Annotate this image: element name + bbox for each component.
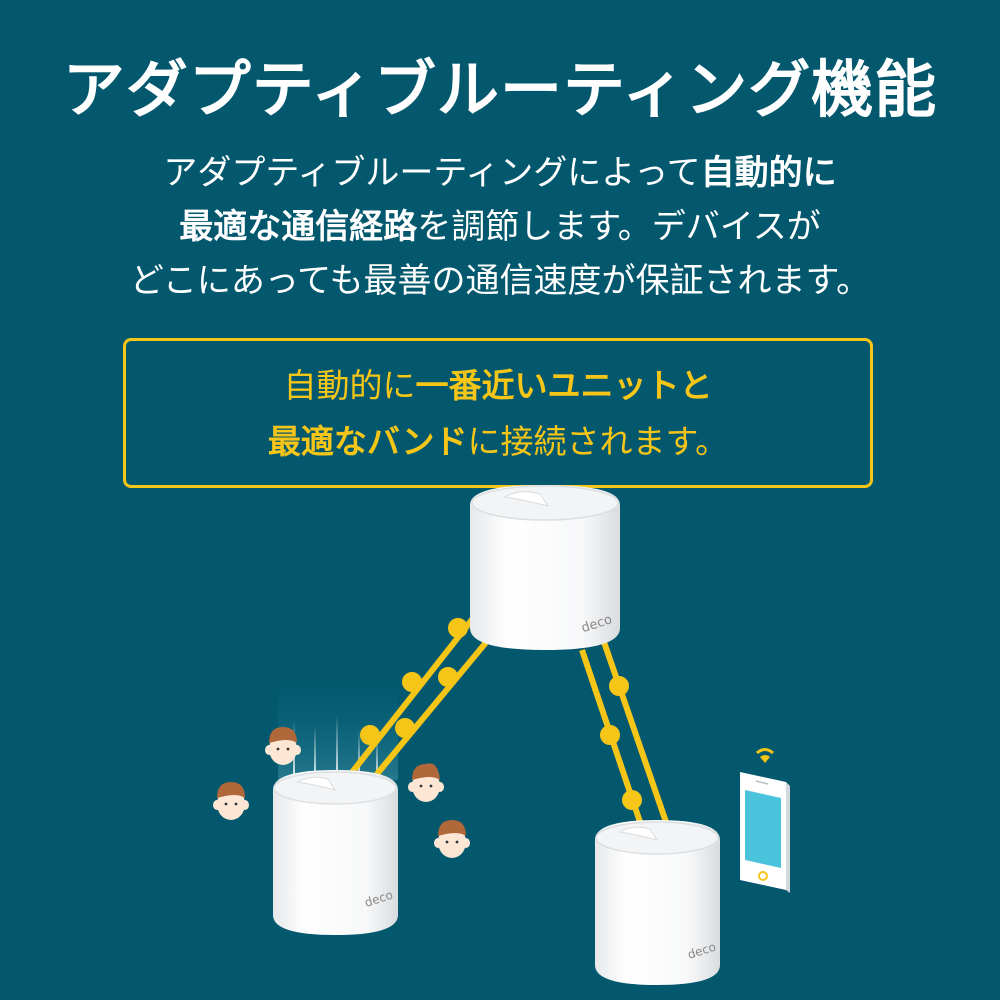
person-icon	[408, 763, 444, 802]
page-title: アダプティブルーティング機能	[62, 53, 938, 126]
lead-line-1: アダプティブルーティングによって自動的に	[0, 146, 1000, 200]
backhaul-link-left	[343, 610, 491, 782]
lead-paragraph: アダプティブルーティングによって自動的に 最適な通信経路を調節します。デバイスが…	[0, 146, 1000, 308]
callout-emphasis: 最適なバンド	[267, 422, 468, 461]
lead-line-3: どこにあっても最善の通信速度が保証されます。	[0, 254, 1000, 308]
lead-emphasis: 最適な通信経路	[179, 207, 418, 247]
lead-text: アダプティブルーティングによって	[163, 153, 701, 193]
lead-text: どこにあっても最善の通信速度が保証されます。	[129, 261, 871, 301]
callout-emphasis: 一番近いユニットと	[415, 366, 713, 405]
smartphone-icon	[740, 772, 790, 893]
person-icon	[213, 782, 249, 820]
callout-line-2: 最適なバンドに接続されます。	[123, 414, 873, 470]
lead-text: を調節します。デバイスが	[417, 207, 821, 247]
callout-text: 自動的に一番近いユニットと 最適なバンドに接続されます。	[123, 358, 873, 470]
person-icon	[434, 820, 470, 858]
person-icon	[265, 727, 301, 765]
callout-line-1: 自動的に一番近いユニットと	[123, 358, 873, 414]
wifi-icon	[756, 748, 774, 763]
callout-text-regular: に接続されます。	[467, 422, 729, 461]
callout-text-regular: 自動的に	[283, 366, 416, 405]
router-icon: deco	[470, 485, 620, 650]
backhaul-link-right	[579, 641, 669, 823]
router-icon: deco	[595, 820, 720, 985]
lead-emphasis: 自動的に	[700, 153, 837, 193]
router-icon: deco	[273, 770, 398, 935]
lead-line-2: 最適な通信経路を調節します。デバイスが	[0, 200, 1000, 254]
signal-beam	[278, 680, 398, 780]
callout-box	[123, 338, 873, 488]
